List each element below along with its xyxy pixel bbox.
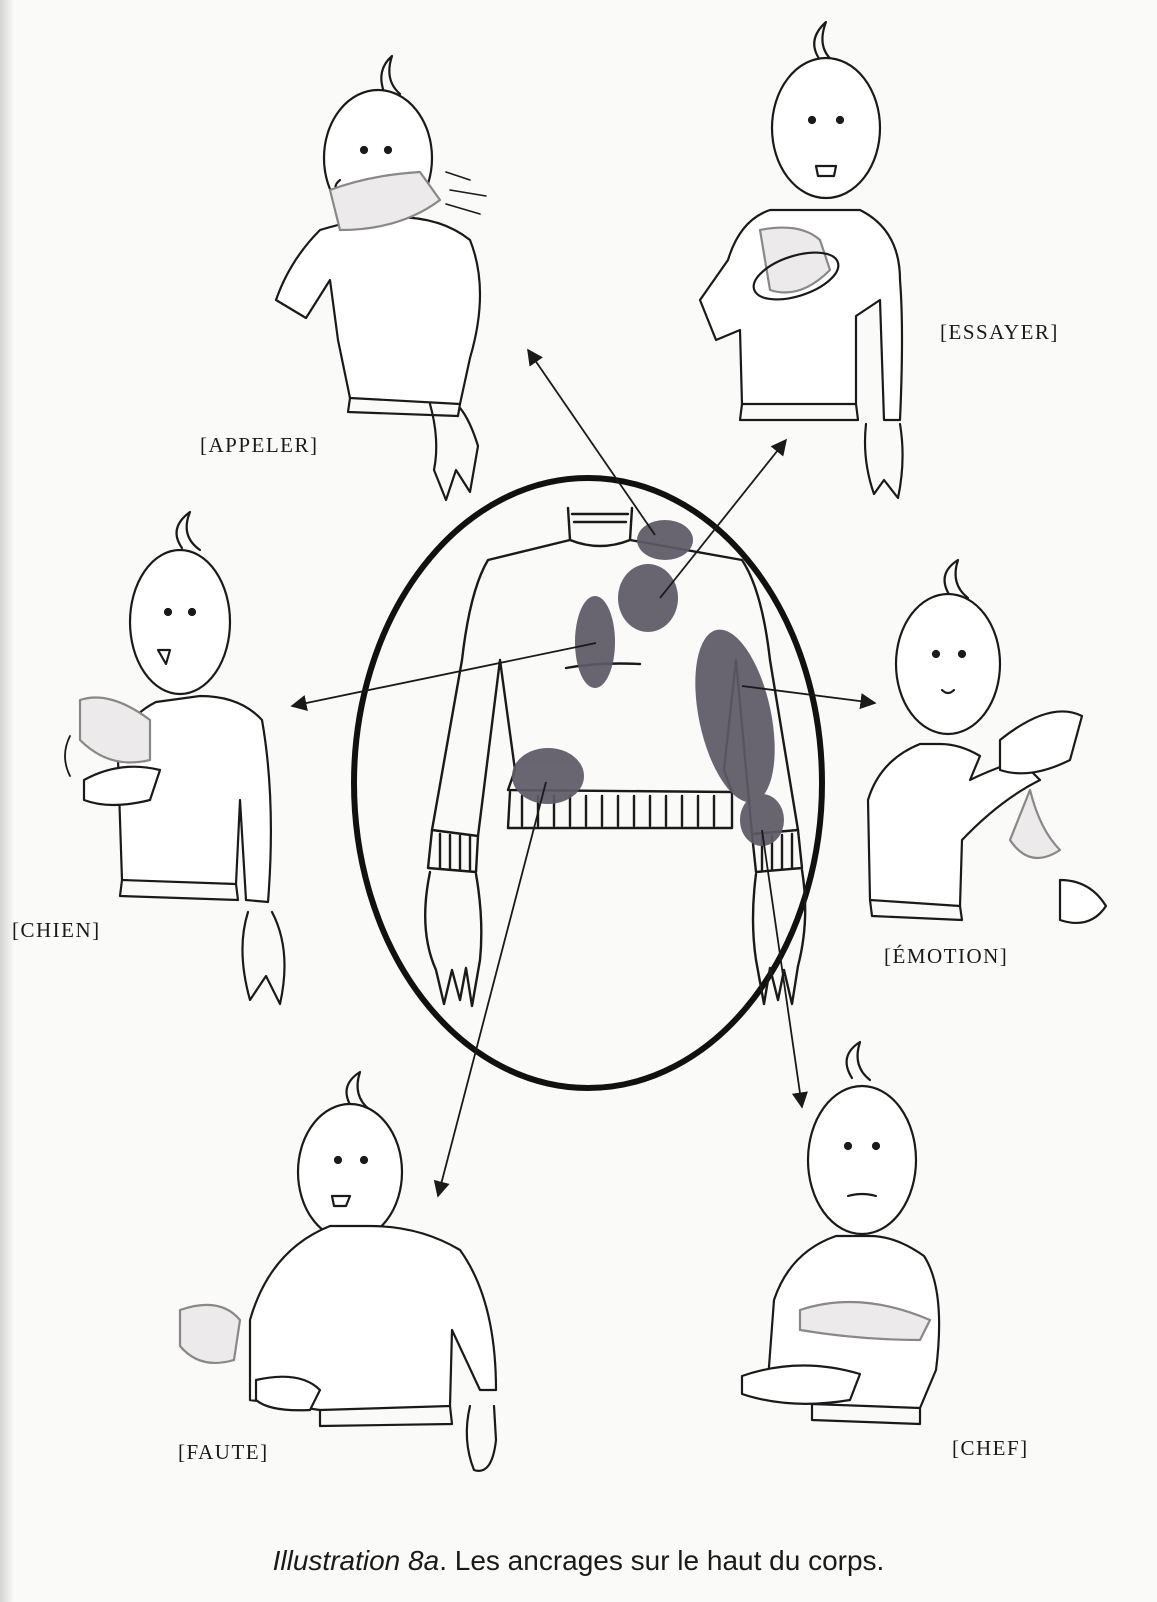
label-essayer: [ESSAYER] bbox=[940, 320, 1059, 345]
arrow-to-essayer bbox=[660, 440, 786, 598]
figure-caption: Illustration 8a. Les ancrages sur le hau… bbox=[0, 1545, 1157, 1577]
arrow-to-chien bbox=[292, 643, 596, 706]
arrow-to-faute bbox=[438, 782, 546, 1196]
label-emotion: [ÉMOTION] bbox=[884, 944, 1008, 969]
signer-faute bbox=[180, 1072, 496, 1471]
signer-chef bbox=[742, 1042, 939, 1424]
arrow-to-appeler bbox=[528, 350, 655, 535]
label-chien: [CHIEN] bbox=[12, 918, 101, 943]
signer-essayer bbox=[700, 22, 903, 498]
anchor-spot-wrist bbox=[740, 794, 784, 846]
signer-emotion bbox=[868, 560, 1106, 923]
anchor-spot-upper-arm bbox=[681, 622, 788, 809]
arrow-to-chef bbox=[762, 830, 802, 1107]
label-faute: [FAUTE] bbox=[178, 1440, 269, 1465]
label-appeler: [APPELER] bbox=[200, 433, 319, 458]
anchor-spot-chest bbox=[575, 596, 615, 688]
caption-text: . Les ancrages sur le haut du corps. bbox=[439, 1545, 884, 1576]
caption-label: Illustration 8a bbox=[273, 1545, 440, 1576]
anchor-spot-shoulder bbox=[637, 520, 693, 560]
anchor-spot-upper-chest bbox=[618, 564, 678, 632]
label-chef: [CHEF] bbox=[952, 1436, 1029, 1461]
anchor-spot-waist bbox=[512, 748, 584, 804]
